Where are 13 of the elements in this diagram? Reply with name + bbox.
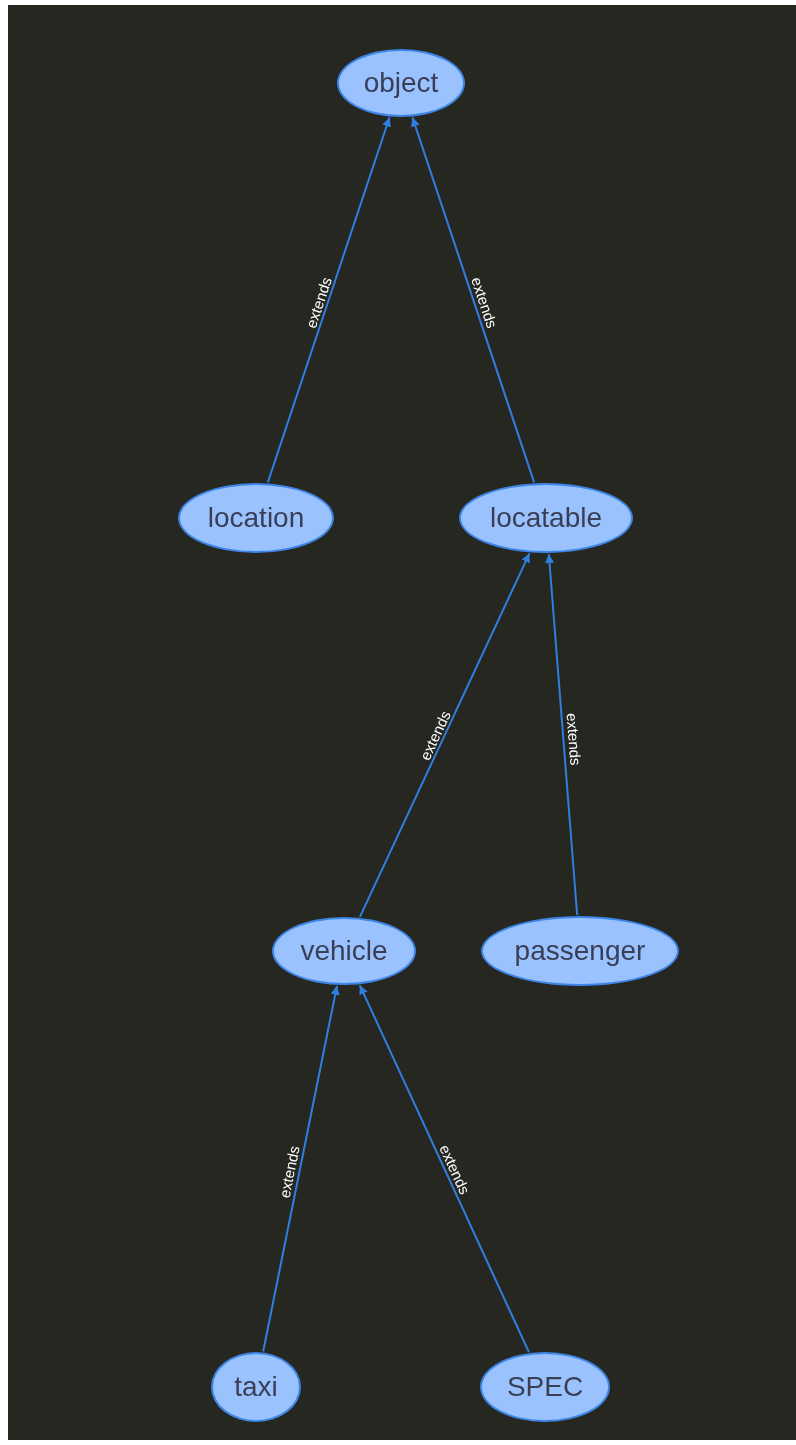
arrow	[358, 984, 530, 1354]
arrow	[262, 984, 340, 1353]
arrow	[545, 553, 579, 916]
arrow	[411, 116, 536, 484]
class-ellipse: SPEC	[480, 1352, 610, 1422]
class-ellipse: vehicle	[272, 917, 416, 985]
class-ellipse: location	[178, 483, 334, 553]
arrow	[358, 552, 531, 918]
class-ellipse: passenger	[481, 916, 679, 986]
class-ellipse: locatable	[459, 483, 633, 553]
class-ellipse: taxi	[211, 1352, 301, 1422]
class-ellipse: object	[337, 49, 465, 117]
arrow	[266, 116, 391, 484]
